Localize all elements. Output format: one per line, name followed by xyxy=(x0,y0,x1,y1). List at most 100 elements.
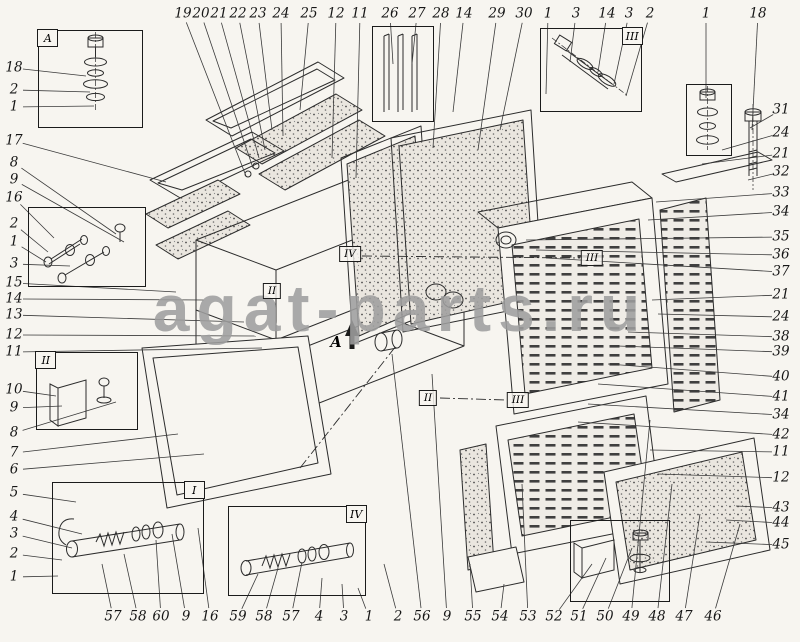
section-marker-label: A xyxy=(330,333,342,351)
callout-number: 56 xyxy=(413,608,431,625)
leader-line xyxy=(685,513,701,609)
leader-line xyxy=(617,345,773,353)
callout-number: 9 xyxy=(442,608,452,625)
callout-number: 11 xyxy=(5,343,23,360)
section-marker-label: II xyxy=(423,392,433,404)
callout-number: 58 xyxy=(255,608,273,625)
callout-number: 60 xyxy=(152,608,170,625)
callout-number: 43 xyxy=(772,499,790,516)
leader-line xyxy=(657,313,773,318)
leader-line xyxy=(203,22,254,169)
leader-line xyxy=(22,453,205,470)
callout-number: 2 xyxy=(9,215,19,232)
callout-number: 41 xyxy=(772,388,790,405)
callout-number: 49 xyxy=(622,608,640,625)
callout-number: 8 xyxy=(9,154,19,171)
callout-number: 11 xyxy=(772,443,790,460)
detail-view-label: II xyxy=(35,351,57,370)
callout-number: 12 xyxy=(327,5,345,22)
callout-number: 35 xyxy=(772,228,790,245)
callout-number: 40 xyxy=(772,368,790,385)
callout-number: 3 xyxy=(339,608,349,625)
callout-number: 34 xyxy=(772,203,790,220)
callout-number: 24 xyxy=(272,5,290,22)
callout-number: 19 xyxy=(174,5,192,22)
callout-number: 9 xyxy=(9,171,19,188)
callout-number: 2 xyxy=(9,545,19,562)
leader-line xyxy=(280,22,284,137)
leader-line xyxy=(597,383,773,397)
callout-number: 59 xyxy=(229,608,247,625)
callout-number: 5 xyxy=(9,484,19,501)
section-marker: II xyxy=(262,283,282,299)
detail-view-box xyxy=(28,207,146,287)
leader-line xyxy=(751,22,758,131)
leader-line xyxy=(535,249,773,256)
detail-view-label: I xyxy=(183,481,205,500)
callout-number: 21 xyxy=(210,5,228,22)
section-marker: III xyxy=(580,250,604,266)
leader-line xyxy=(299,22,309,111)
detail-view-box xyxy=(686,84,732,156)
leader-line xyxy=(477,22,497,151)
callout-number: 1 xyxy=(543,5,553,22)
callout-number: 48 xyxy=(648,608,666,625)
section-marker-label: II xyxy=(267,285,277,297)
callout-number: 47 xyxy=(675,608,693,625)
detail-view-label: III xyxy=(621,27,643,46)
callout-number: 3 xyxy=(9,255,19,272)
leader-line xyxy=(587,403,773,415)
callout-number: 28 xyxy=(432,5,450,22)
callout-number: 27 xyxy=(408,5,426,22)
leader-line xyxy=(607,363,773,377)
callout-number: 30 xyxy=(515,5,533,22)
callout-number: 57 xyxy=(104,608,122,625)
leader-line xyxy=(525,236,773,241)
callout-number: 3 xyxy=(9,525,19,542)
leader-line xyxy=(725,519,773,523)
callout-number: 42 xyxy=(772,426,790,443)
leader-line xyxy=(355,22,361,179)
callout-number: 24 xyxy=(772,124,790,141)
callout-number: 11 xyxy=(351,5,369,22)
leader-line xyxy=(185,22,247,177)
detail-view-label: A xyxy=(37,29,59,48)
leader-line xyxy=(431,373,447,609)
leader-line xyxy=(647,212,773,221)
section-marker: III xyxy=(506,392,530,408)
callout-number: 1 xyxy=(9,98,19,115)
callout-number: 52 xyxy=(545,608,563,625)
detail-view-box xyxy=(372,26,434,122)
leader-line xyxy=(258,22,273,131)
callout-number: 53 xyxy=(519,608,537,625)
callout-number: 4 xyxy=(314,608,324,625)
leader-line xyxy=(747,173,773,181)
callout-number: 50 xyxy=(596,608,614,625)
callout-number: 7 xyxy=(9,444,19,461)
callout-number: 57 xyxy=(282,608,300,625)
callout-number: 18 xyxy=(5,59,23,76)
callout-number: 32 xyxy=(772,163,790,180)
callout-number: 3 xyxy=(624,5,634,22)
callout-number: 39 xyxy=(772,343,790,360)
detail-view-box xyxy=(570,520,670,602)
leader-line xyxy=(735,505,773,508)
leader-line xyxy=(331,22,337,159)
leader-line xyxy=(649,449,773,453)
callout-number: 33 xyxy=(772,184,790,201)
callout-number: 36 xyxy=(772,246,790,263)
leader-line xyxy=(521,483,528,609)
section-marker-label: III xyxy=(585,252,599,264)
callout-number: 26 xyxy=(381,5,399,22)
callout-number: 54 xyxy=(491,608,509,625)
section-marker-label: IV xyxy=(344,248,356,260)
section-marker-label: III xyxy=(511,394,525,406)
callout-number: 18 xyxy=(749,5,767,22)
detail-view-box: A xyxy=(37,29,143,128)
detail-view-box: I xyxy=(52,481,205,594)
callout-number: 21 xyxy=(772,286,790,303)
leader-line xyxy=(627,331,773,338)
section-marker: A xyxy=(326,333,345,351)
leader-line xyxy=(391,353,422,609)
